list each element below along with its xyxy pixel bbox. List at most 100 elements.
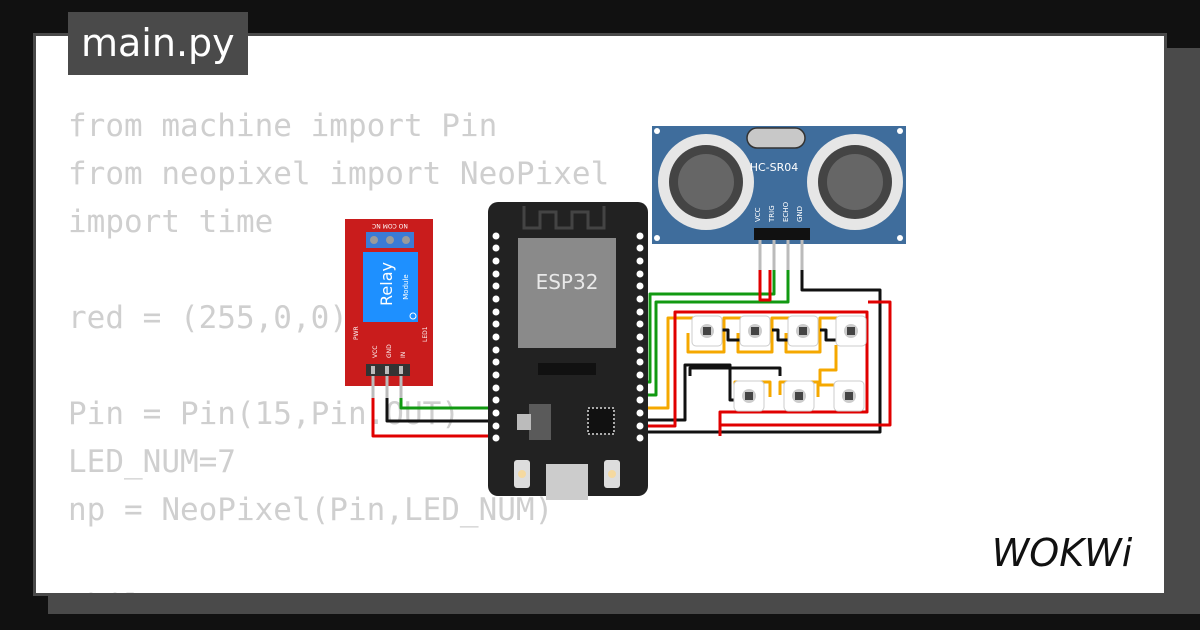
code-line: red = (255,0,0) — [68, 300, 348, 336]
relay-module[interactable]: NO COM NC Relay Module PWR LED1 VCC GND … — [345, 219, 433, 386]
code-line: import time — [68, 204, 274, 240]
relay-pin-label: VCC — [372, 346, 379, 358]
wokwi-logo: WOKWi — [992, 531, 1133, 575]
wires — [371, 240, 892, 438]
neopixel-die — [751, 327, 759, 335]
gpio-pin — [636, 384, 644, 392]
file-tab[interactable]: main.py — [68, 12, 248, 75]
code-preview: from machine import Pin from neopixel im… — [68, 102, 610, 593]
relay-pin-label: GND — [386, 344, 393, 358]
gpio-pin — [636, 333, 644, 341]
gpio-pin — [636, 282, 644, 290]
gpio-pin — [492, 308, 500, 316]
terminal-screw — [402, 236, 410, 244]
wire-orange — [818, 345, 838, 387]
wire-red — [718, 300, 892, 436]
relay-pin-label: IN — [400, 352, 407, 358]
gpio-pin — [636, 308, 644, 316]
gpio-pin — [636, 320, 644, 328]
neopixel-ring[interactable] — [691, 315, 867, 412]
button-cap — [608, 470, 616, 478]
neopixel-die — [795, 392, 803, 400]
mount-hole — [897, 128, 903, 134]
gpio-pin — [636, 396, 644, 404]
gpio-pin — [492, 232, 500, 240]
relay-label: Relay — [377, 262, 396, 306]
wire-green — [639, 270, 790, 397]
esp32-antenna — [522, 206, 606, 230]
sensor-header — [754, 228, 810, 240]
gpio-pin — [492, 333, 500, 341]
esp32-label: ESP32 — [536, 270, 599, 294]
neopixel-die — [745, 392, 753, 400]
gpio-pin — [492, 346, 500, 354]
relay-pin — [399, 366, 403, 374]
gpio-pin — [492, 270, 500, 278]
sensor-label: HC-SR04 — [750, 161, 799, 174]
ultrasonic-sensor[interactable]: HC-SR04 VCC TRIG ECHO GND — [652, 126, 906, 244]
relay-led — [409, 312, 417, 320]
sensor-pin-label: TRIG — [768, 205, 776, 223]
gpio-pin — [492, 409, 500, 417]
esp32-slot — [538, 363, 596, 375]
wire-black — [385, 398, 494, 423]
gpio-pin — [492, 257, 500, 265]
relay-body — [363, 252, 418, 322]
gpio-pin — [492, 384, 500, 392]
wire-red — [758, 270, 772, 302]
gpio-pin — [492, 282, 500, 290]
gpio-pin — [636, 244, 644, 252]
gpio-pin — [636, 270, 644, 278]
gpio-pin — [636, 295, 644, 303]
gpio-pin — [492, 371, 500, 379]
gpio-pin — [492, 396, 500, 404]
relay-led-label: LED1 — [422, 326, 429, 342]
gpio-pin — [636, 358, 644, 366]
wire-green — [399, 398, 494, 410]
relay-pwr-label: PWR — [353, 326, 360, 340]
terminal-screw — [386, 236, 394, 244]
code-line: np = NeoPixel(Pin,LED_NUM) — [68, 492, 554, 528]
sensor-pin-label: GND — [796, 206, 804, 222]
code-line: Pin = Pin(15,Pin.OUT) — [68, 396, 460, 432]
usb-chip — [587, 407, 615, 435]
wire-orange — [736, 316, 790, 354]
code-line: from neopixel import NeoPixel — [68, 156, 610, 192]
neopixel-die — [799, 327, 807, 335]
relay-top-pins: NO COM NC — [372, 222, 408, 229]
terminal-screw — [370, 236, 378, 244]
mount-hole — [654, 235, 660, 241]
neopixel-die — [845, 392, 853, 400]
gpio-pin — [492, 422, 500, 430]
wire-orange — [639, 316, 694, 410]
gpio-pin — [636, 371, 644, 379]
mount-hole — [654, 128, 660, 134]
sensor-crystal — [746, 127, 806, 149]
relay-sublabel: Module — [402, 274, 410, 299]
relay-pin — [385, 366, 389, 374]
gpio-pin — [492, 434, 500, 442]
esp32-module — [518, 238, 616, 348]
transducer-core — [678, 154, 734, 210]
gpio-pin — [492, 244, 500, 252]
gpio-pin — [636, 422, 644, 430]
code-line: LED_NUM=7 — [68, 444, 236, 480]
gpio-pin — [636, 346, 644, 354]
esp32-board[interactable]: ESP32 — [488, 202, 648, 500]
wire-black — [639, 270, 882, 434]
wire-black — [820, 328, 840, 342]
gpio-pin — [492, 358, 500, 366]
mount-hole — [897, 235, 903, 241]
gpio-pin — [636, 257, 644, 265]
gpio-pin — [636, 434, 644, 442]
gpio-pin — [492, 320, 500, 328]
button-cap — [518, 470, 526, 478]
sensor-pin-label: VCC — [754, 207, 762, 222]
wire-black — [722, 328, 742, 342]
neopixel-die — [847, 327, 855, 335]
neopixel-die — [703, 327, 711, 335]
code-line: from machine import Pin — [68, 108, 498, 144]
usb-port — [546, 464, 588, 500]
relay-pin — [371, 366, 375, 374]
voltage-regulator — [529, 404, 551, 440]
